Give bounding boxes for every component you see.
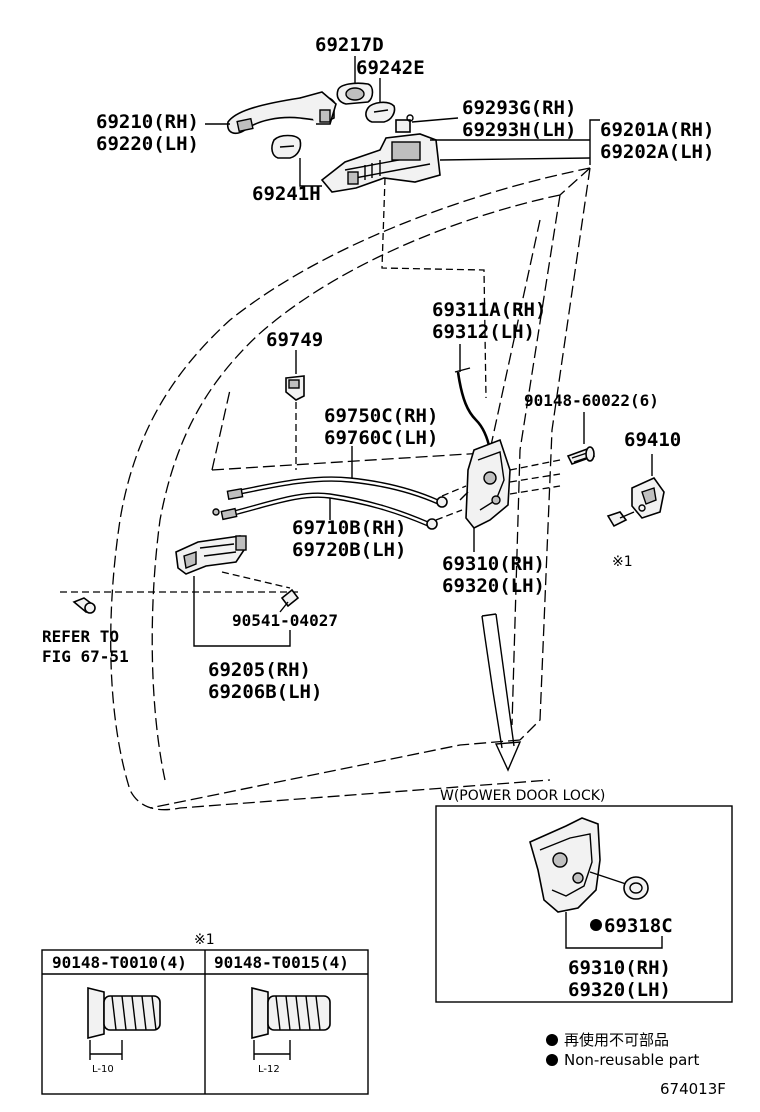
label-69220: 69220(LH) [96,133,199,155]
label-69205: 69205(RH) [208,659,311,681]
gasket-front [271,134,302,159]
striker-69410 [631,454,665,519]
label-69206b: 69206B(LH) [208,681,322,703]
label-69241h: 69241H [252,183,321,205]
label-69710b: 69710B(RH) [292,517,406,539]
label-90541: 90541-04027 [232,611,338,630]
legend-en: Non-reusable part [564,1051,699,1069]
label-69217d: 69217D [315,34,384,56]
screw-drawing-l12 [251,986,331,1060]
cable-clip [285,350,305,470]
screw-table-mark: ※1 [194,932,215,948]
inset-title: W(POWER DOOR LOCK) [440,788,605,804]
label-69202a: 69202A(LH) [600,141,714,163]
label-refer-fig: FIG 67-51 [42,647,129,666]
legend-bullet-jp [546,1034,558,1046]
clip-69293 [395,114,414,133]
label-69310: 69310(RH) [442,553,545,575]
screw-90148-60022 [566,412,596,465]
screw-table-col2: 90148-T0015(4) [214,953,349,972]
label-69410: 69410 [624,429,681,451]
legend-bullet-en [546,1054,558,1066]
legend-jp: 再使用不可部品 [564,1031,669,1049]
label-69201a: 69201A(RH) [600,119,714,141]
screw-drawing-l10 [87,986,161,1060]
inset-label-69318c: 69318C [604,915,673,937]
arrow-to-inset [481,613,522,772]
refer-screw [72,597,96,614]
inset-lock-drawing [529,817,663,949]
figure-code: 674013F [660,1080,726,1098]
door-frame-outline [110,167,591,811]
screw-table-col1: 90148-T0010(4) [52,953,187,972]
inside-handle [60,535,300,647]
label-69210: 69210(RH) [96,111,199,133]
label-69293h: 69293H(LH) [462,119,576,141]
screw-length-1: L-10 [92,1064,114,1075]
screw-table: ※1 90148-T0010(4) 90148-T0015(4) L-10 L-… [41,932,369,1095]
inset-frame [435,805,733,1003]
label-note1: ※1 [612,554,633,570]
inset-label-69320: 69320(LH) [568,979,671,1001]
label-69312: 69312(LH) [432,321,535,343]
inset-power-door-lock: W(POWER DOOR LOCK) 69318C 69310(RH) 6932… [435,788,733,1003]
leader-lines-upper [205,56,600,399]
lock-rod [454,344,492,451]
screw-length-2: L-12 [258,1064,280,1075]
label-69242e: 69242E [356,57,425,79]
label-69320: 69320(LH) [442,575,545,597]
door-lock-assembly [459,438,561,552]
handle-frame [320,133,441,193]
label-69749: 69749 [266,329,323,351]
non-reusable-bullet [590,919,602,931]
outside-handle [226,91,337,135]
handle-cap [336,82,374,105]
screw-90541 [279,588,300,613]
label-refer-to: REFER TO [42,627,119,646]
label-90148-60022: 90148-60022(6) [524,391,659,410]
label-69750c: 69750C(RH) [324,405,438,427]
label-69293g: 69293G(RH) [462,97,576,119]
legend: 再使用不可部品 Non-reusable part [546,1031,699,1069]
gasket-rear [365,101,396,123]
label-69311a: 69311A(RH) [432,299,546,321]
label-69720b: 69720B(LH) [292,539,406,561]
inset-label-69310: 69310(RH) [568,957,671,979]
label-69760c: 69760C(LH) [324,427,438,449]
cables [212,446,467,530]
screw-note1 [606,511,635,528]
